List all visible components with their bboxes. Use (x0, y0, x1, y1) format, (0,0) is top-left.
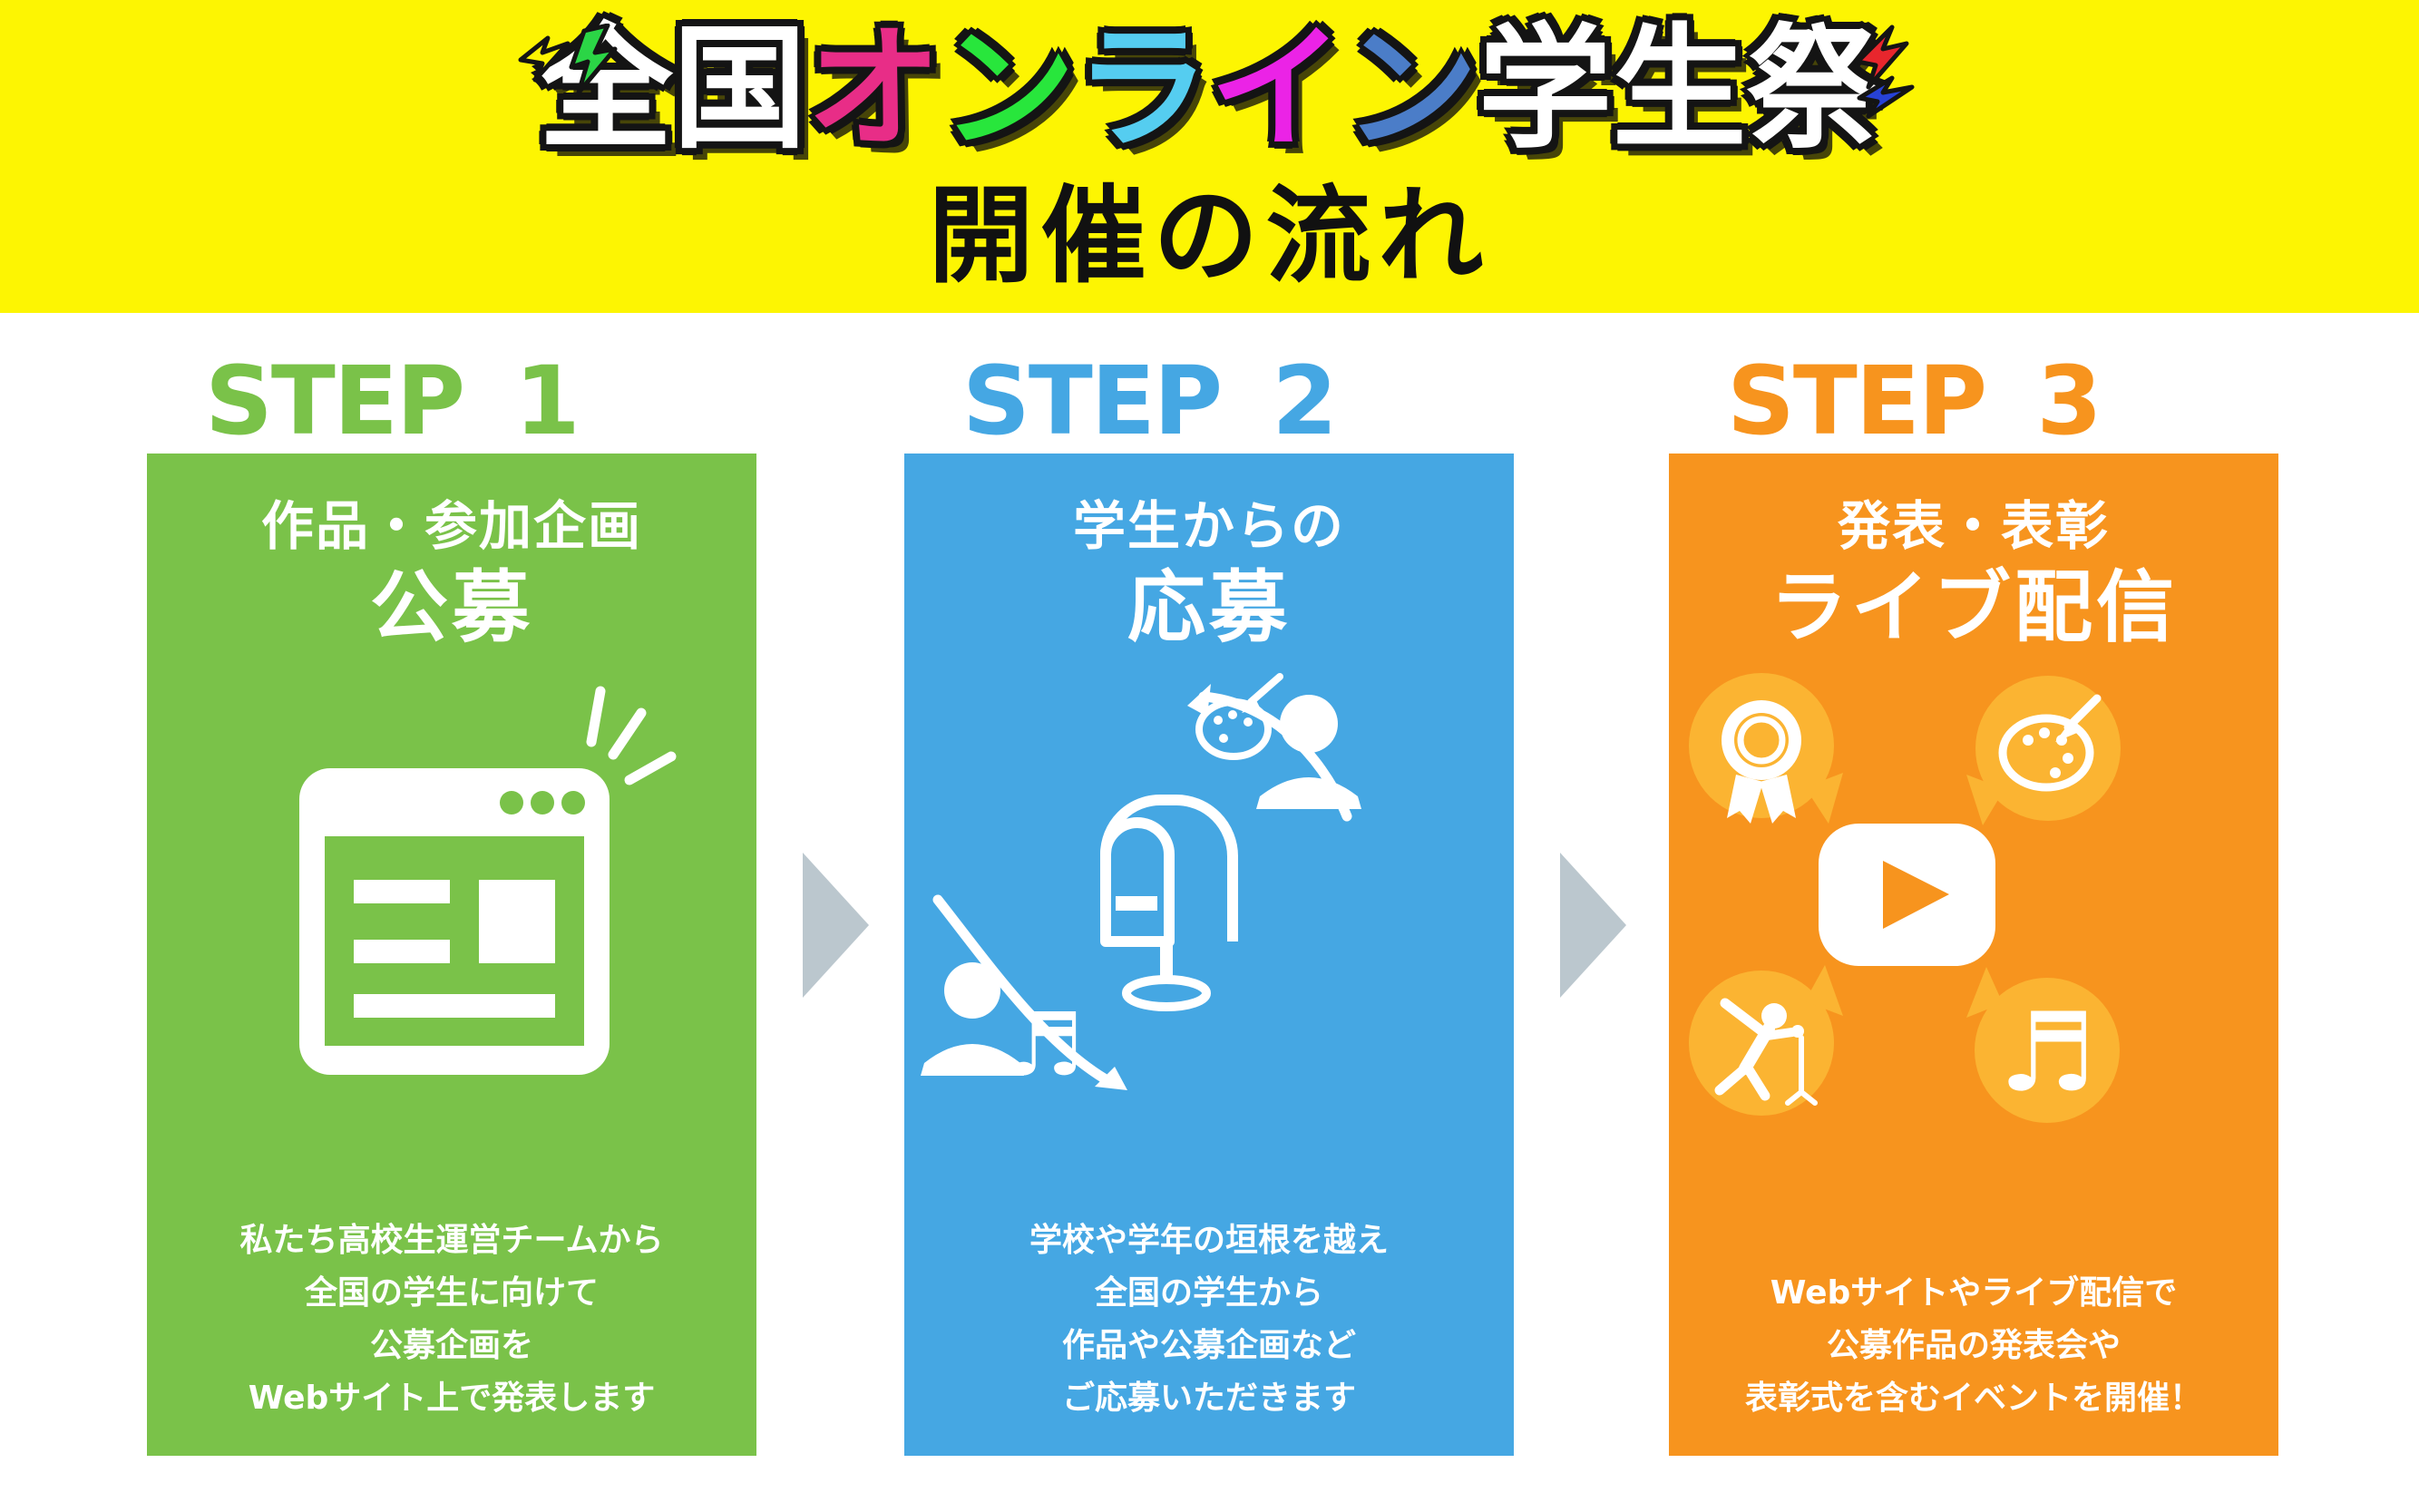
description-line: 私たち高校生運営チームから (239, 1222, 664, 1259)
logo-char: 学 (1478, 11, 1613, 167)
header-band: 全国オンライン学生祭 開催の流れ (0, 0, 2419, 313)
event-logo: 全国オンライン学生祭 (0, 7, 2419, 171)
logo-char: イ (1209, 11, 1344, 167)
description-line: Webサイト上で発表します (248, 1380, 656, 1417)
description-line: 学校や学年の垣根を越え (1029, 1222, 1389, 1259)
step-2-section: STEP 2 学生からの 応募 (904, 313, 1514, 1512)
description-line: 公募企画を (369, 1327, 533, 1364)
award-rosette-icon (1722, 700, 1801, 824)
card-illustration (147, 671, 756, 1215)
sparkle-lines-icon (586, 686, 677, 785)
description-line: 全国の学生から (1094, 1274, 1323, 1312)
mail-slot (1116, 896, 1157, 911)
description-line: 作品や公募企画など (1061, 1327, 1356, 1364)
card-title-line1: 発表・表彰 (1837, 495, 2110, 557)
flow-area: STEP 1 作品・参加企画 公募 (0, 313, 2419, 1512)
logo-char: オ (806, 11, 941, 167)
step-2-label: STEP 2 (962, 346, 1338, 456)
card-illustration: ♬ (1669, 671, 2278, 1215)
card-title-line2: 応募 (1127, 562, 1291, 653)
card-title-line1: 作品・参加企画 (260, 495, 642, 557)
flow-arrow-icon (803, 853, 869, 998)
description-line: 公募作品の発表会や (1826, 1327, 2121, 1364)
logo-char: ン (1343, 11, 1478, 167)
description-line: 全国の学生に向けて (304, 1274, 599, 1312)
logo-char: 国 (672, 11, 807, 167)
lightning-spark-left-icon (518, 24, 618, 95)
play-button-icon (1819, 824, 1995, 966)
music-note-icon: ♬ (1006, 994, 1084, 1096)
palette-icon (1195, 673, 1283, 760)
music-note-icon: ♬ (1998, 990, 2096, 1117)
card-illustration: ♬ (904, 671, 1514, 1215)
description-line: Webサイトやライブ配信で (1770, 1274, 2178, 1312)
logo-char: ラ (1075, 11, 1210, 167)
step-3-card: 発表・表彰 ライブ配信 (1669, 454, 2278, 1456)
description-line: 表彰式を含むイベントを開催！ (1744, 1380, 2202, 1417)
step-3-section: STEP 3 発表・表彰 ライブ配信 (1669, 313, 2278, 1512)
step-3-description: Webサイトやライブ配信で 公募作品の発表会や 表彰式を含むイベントを開催！ (1669, 1267, 2278, 1425)
step-2-card: 学生からの 応募 (904, 454, 1514, 1456)
curved-arrow-icon (932, 894, 1111, 1085)
logo-char: ン (941, 11, 1076, 167)
step-2-description: 学校や学年の垣根を越え 全国の学生から 作品や公募企画など ご応募いただきます (904, 1214, 1514, 1425)
live-stream-scene: ♬ (1689, 673, 2121, 1123)
curved-arrow-head (1095, 1067, 1127, 1090)
description-line: ご応募いただきます (1061, 1380, 1356, 1417)
mailbox-submission-scene: ♬ (921, 673, 1361, 1096)
palette-icon (1998, 694, 2102, 792)
mailbox-pole (1160, 941, 1173, 983)
page-subtitle: 開催の流れ (928, 175, 1491, 298)
lightning-spark-right-icon (1855, 24, 1915, 119)
flow-arrow-icon (1560, 853, 1626, 998)
step-1-description: 私たち高校生運営チームから 全国の学生に向けて 公募企画を Webサイト上で発表… (147, 1214, 756, 1425)
student-girl-avatar (1256, 695, 1361, 809)
browser-window-icon (299, 686, 677, 1075)
step-1-section: STEP 1 作品・参加企画 公募 (147, 313, 756, 1512)
step-1-label: STEP 1 (205, 346, 580, 456)
curved-arrow-head (1187, 684, 1211, 717)
logo-char: 生 (1612, 11, 1747, 167)
logo-char: 全 (538, 11, 673, 167)
singer-icon (1714, 998, 1818, 1106)
card-title-line2: 公募 (370, 562, 533, 653)
card-title-line2: ライブ配信 (1770, 562, 2178, 653)
logo-char: 祭 (1746, 11, 1881, 167)
student-boy-avatar (921, 962, 1024, 1076)
card-title-line1: 学生からの (1072, 495, 1345, 557)
step-3-label: STEP 3 (1727, 346, 2102, 456)
step-1-card: 作品・参加企画 公募 (147, 454, 756, 1456)
